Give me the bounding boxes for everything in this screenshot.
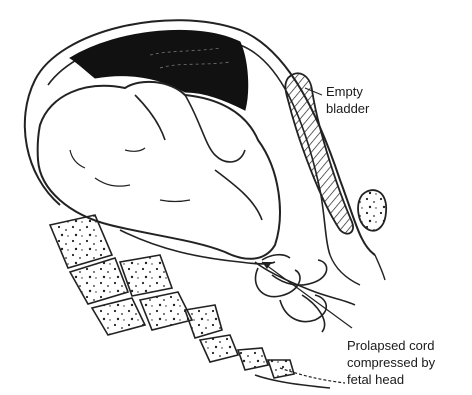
vertebra — [200, 335, 238, 362]
vertebra — [268, 360, 294, 378]
prolapsed-cord-label-line1: Prolapsed cord — [347, 338, 434, 353]
vertebra — [185, 305, 222, 338]
vertebra — [238, 348, 268, 370]
empty-bladder-label-line2: bladder — [326, 101, 370, 116]
empty-bladder-label-line1: Empty — [326, 84, 363, 99]
prolapsed-cord-label-line2: compressed by — [347, 355, 436, 370]
vertebra — [92, 298, 145, 335]
pubic-bone — [358, 190, 386, 231]
prolapsed-cord-pointer — [262, 262, 352, 328]
vertebra — [140, 292, 192, 330]
prolapsed-cord-label-line3: fetal head — [347, 372, 404, 387]
